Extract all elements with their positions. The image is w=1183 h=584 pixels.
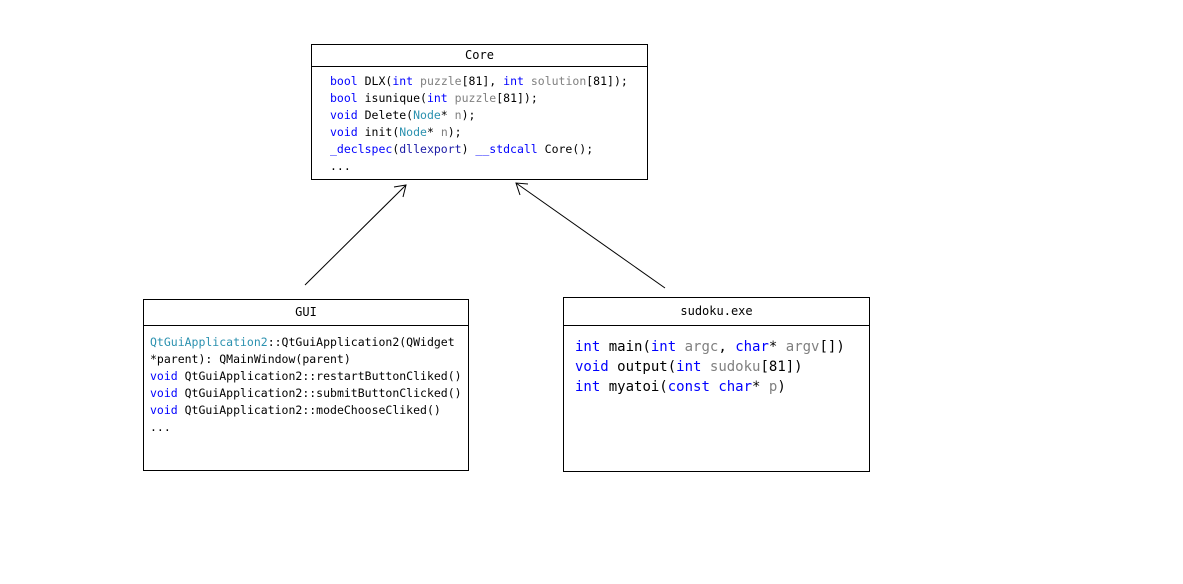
code-token: Node	[413, 108, 441, 122]
core-class-title: Core	[312, 45, 647, 67]
code-token: );	[461, 108, 476, 122]
code-token: main(	[600, 339, 651, 355]
sudoku-member-line: void output(int sudoku[81])	[575, 357, 863, 377]
code-token: void	[330, 108, 358, 122]
code-token: n	[454, 108, 462, 122]
code-token: int	[575, 379, 601, 395]
code-token: const	[667, 379, 710, 395]
code-token: void	[150, 403, 178, 417]
code-token: void	[150, 386, 178, 400]
code-token: int	[650, 339, 677, 355]
sudoku-member-line: int main(int argc, char* argv[])	[575, 337, 863, 357]
gui-member-line: ...	[150, 419, 462, 436]
code-token: ...	[330, 159, 351, 173]
code-token: Node	[399, 125, 427, 139]
gui-member-line: void QtGuiApplication2::submitButtonClic…	[150, 385, 462, 402]
code-token: *	[426, 125, 441, 139]
code-token: dllexport	[399, 142, 462, 156]
code-token	[701, 359, 709, 375]
code-token: char	[718, 379, 753, 395]
code-token: p	[768, 379, 778, 395]
code-token: int	[676, 359, 702, 375]
code-token: ::QtGuiApplication2(QWidget	[267, 335, 455, 349]
code-token: Core();	[537, 142, 594, 156]
sudoku-to-core-arrow-line	[515, 182, 666, 289]
core-member-line: bool isunique(int puzzle[81]);	[330, 90, 641, 107]
code-token: argv	[785, 339, 820, 355]
gui-class-members: QtGuiApplication2::QtGuiApplication2(QWi…	[144, 326, 468, 436]
code-token: __stdcall	[475, 142, 538, 156]
sudoku-exe-box[interactable]: sudoku.exe int main(int argc, char* argv…	[563, 297, 870, 472]
code-token	[413, 74, 420, 88]
sudoku-exe-title: sudoku.exe	[564, 298, 869, 326]
code-token: bool	[330, 74, 358, 88]
core-member-line: void Delete(Node* n);	[330, 107, 641, 124]
code-token: )	[461, 142, 476, 156]
code-token: int	[392, 74, 414, 88]
code-token: *	[752, 379, 769, 395]
code-token: init(	[357, 125, 400, 139]
sudoku-member-line: int myatoi(const char* p)	[575, 377, 863, 397]
code-token: isunique(	[357, 91, 427, 105]
code-token: );	[447, 125, 462, 139]
code-token: Delete(	[357, 108, 414, 122]
code-token: bool	[330, 91, 358, 105]
core-member-line: ...	[330, 158, 641, 175]
code-token: [81]);	[496, 91, 538, 105]
code-token: *	[768, 339, 786, 355]
code-token: )	[777, 379, 786, 395]
core-class-members: bool DLX(int puzzle[81], int solution[81…	[312, 67, 647, 175]
code-token: [81])	[760, 359, 803, 375]
gui-to-core-arrow-head	[393, 184, 407, 198]
code-token: ,	[718, 339, 736, 355]
code-token: void	[150, 369, 178, 383]
code-token: *	[440, 108, 455, 122]
core-class-box[interactable]: Core bool DLX(int puzzle[81], int soluti…	[311, 44, 648, 180]
code-token: sudoku	[709, 359, 761, 375]
gui-to-core-arrow-line	[304, 184, 407, 286]
sudoku-to-core-arrow-head	[515, 182, 529, 196]
code-token: puzzle	[420, 74, 462, 88]
code-token: char	[735, 339, 769, 355]
gui-class-title: GUI	[144, 300, 468, 326]
code-token: argc	[684, 339, 719, 355]
code-token: int	[503, 74, 524, 88]
code-token: void	[575, 359, 609, 375]
core-member-line: bool DLX(int puzzle[81], int solution[81…	[330, 73, 641, 90]
gui-member-line: void QtGuiApplication2::restartButtonCli…	[150, 368, 462, 385]
code-token: [81]);	[586, 74, 628, 88]
gui-member-line: QtGuiApplication2::QtGuiApplication2(QWi…	[150, 334, 462, 351]
code-token: [])	[819, 339, 845, 355]
code-token: DLX(	[357, 74, 393, 88]
core-member-line: void init(Node* n);	[330, 124, 641, 141]
code-token: QtGuiApplication2::submitButtonClicked()	[177, 386, 462, 400]
code-token: _declspec	[330, 142, 393, 156]
code-token: ...	[150, 420, 171, 434]
core-member-line: _declspec(dllexport) __stdcall Core();	[330, 141, 641, 158]
code-token: QtGuiApplication2	[150, 335, 268, 349]
code-token: output(	[608, 359, 677, 375]
code-token: myatoi(	[600, 379, 668, 395]
code-token: int	[575, 339, 601, 355]
gui-member-line: void QtGuiApplication2::modeChooseCliked…	[150, 402, 462, 419]
code-token: *parent): QMainWindow(parent)	[150, 352, 351, 366]
code-token: int	[426, 91, 448, 105]
code-token: solution	[530, 74, 587, 88]
code-token: (	[392, 142, 400, 156]
code-token: n	[440, 125, 448, 139]
code-token: [81],	[461, 74, 504, 88]
code-token: void	[330, 125, 358, 139]
code-token: QtGuiApplication2::modeChooseCliked()	[177, 403, 441, 417]
code-token	[524, 74, 531, 88]
gui-class-box[interactable]: GUI QtGuiApplication2::QtGuiApplication2…	[143, 299, 469, 471]
code-token	[676, 339, 684, 355]
sudoku-exe-members: int main(int argc, char* argv[])void out…	[564, 326, 869, 397]
code-token: QtGuiApplication2::restartButtonCliked()	[177, 369, 462, 383]
code-token: puzzle	[454, 91, 497, 105]
code-token	[448, 91, 455, 105]
gui-member-line: *parent): QMainWindow(parent)	[150, 351, 462, 368]
